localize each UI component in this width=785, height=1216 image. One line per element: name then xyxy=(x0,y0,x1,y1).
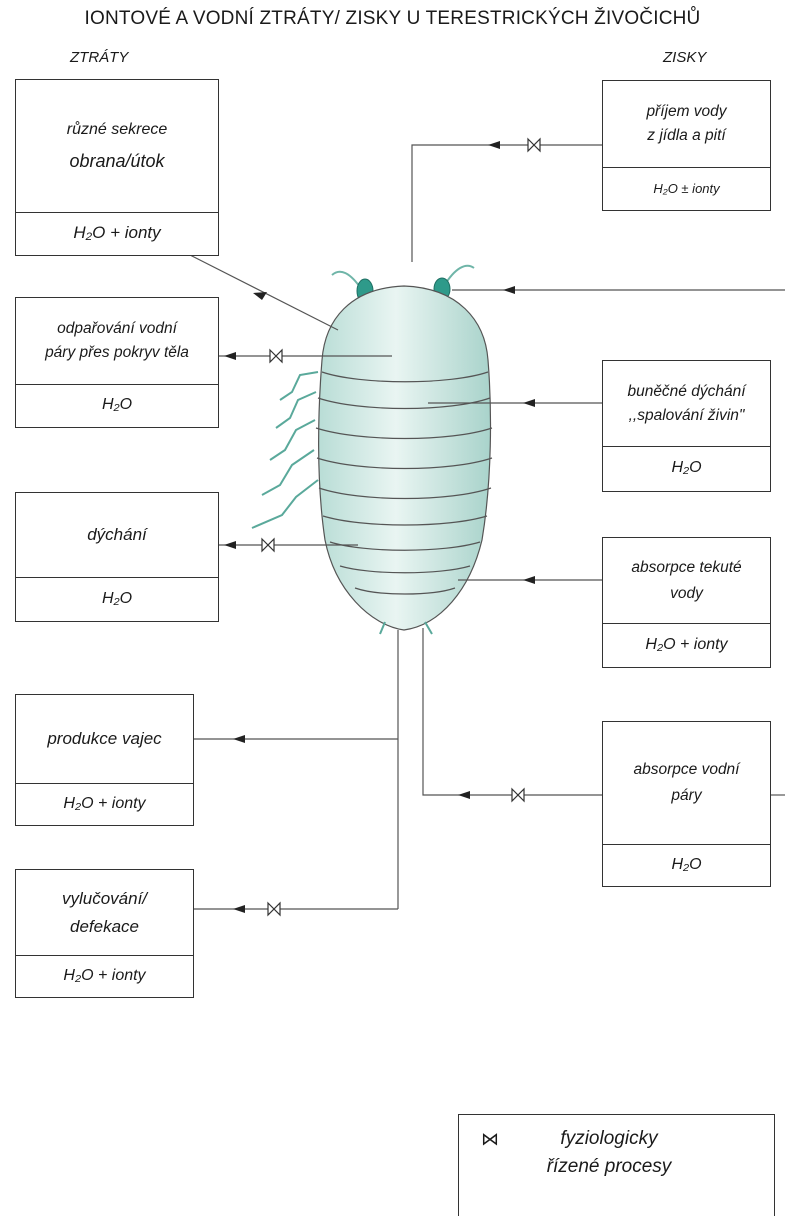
gain-label-line: příjem vody xyxy=(646,100,726,124)
arrowhead xyxy=(233,735,245,743)
loss-label-line: páry přes pokryv těla xyxy=(45,341,189,365)
gain-output: H₂O ± ionty xyxy=(653,181,719,196)
gain-label-line: páry xyxy=(671,783,701,809)
loss-output: H₂O + ionty xyxy=(63,795,145,813)
legend-line: fyziologicky xyxy=(519,1125,699,1153)
gain-label-line: absorpce vodní xyxy=(634,757,740,783)
gain-label-line: ,,spalování živin" xyxy=(629,404,745,428)
arrowhead xyxy=(523,576,535,584)
loss-label-line: odpařování vodní xyxy=(57,317,177,341)
loss-label-line: dýchání xyxy=(87,525,147,545)
loss-label-line: defekace xyxy=(70,913,139,941)
arrowhead xyxy=(488,141,500,149)
arrowhead xyxy=(458,791,470,799)
loss-box-excretion: vylučování/ defekace H₂O + ionty xyxy=(15,869,194,998)
gain-output: H₂O + ionty xyxy=(645,636,727,654)
loss-box-evaporation: odpařování vodní páry přes pokryv těla H… xyxy=(15,297,219,428)
legend: ⋈ fyziologicky řízené procesy xyxy=(458,1114,775,1216)
valve-icon xyxy=(528,139,540,151)
legend-text: fyziologicky řízené procesy xyxy=(519,1125,699,1181)
gain-box-cellular-respiration: buněčné dýchání ,,spalování živin" H₂O xyxy=(602,360,771,492)
arrowhead xyxy=(253,292,267,300)
arrowhead xyxy=(503,286,515,294)
loss-output: H₂O xyxy=(102,396,132,414)
loss-box-secretions: různé sekrece obrana/útok H₂O + ionty xyxy=(15,79,219,256)
valve-icon xyxy=(262,539,274,551)
isopod-body xyxy=(316,286,492,634)
loss-output: H₂O + ionty xyxy=(73,223,160,243)
gain-label-line: buněčné dýchání xyxy=(627,380,745,404)
arrowhead xyxy=(224,541,236,549)
valve-icon xyxy=(268,903,280,915)
loss-box-egg-production: produkce vajec H₂O + ionty xyxy=(15,694,194,826)
valve-legend-icon: ⋈ xyxy=(481,1129,499,1150)
gain-box-vapor-absorption: absorpce vodní páry H₂O xyxy=(602,721,771,887)
gain-output: H₂O xyxy=(671,459,701,477)
loss-box-respiration: dýchání H₂O xyxy=(15,492,219,622)
arrowhead xyxy=(224,352,236,360)
arrowhead xyxy=(523,399,535,407)
loss-label-line: produkce vajec xyxy=(47,729,161,749)
loss-label-line: vylučování/ xyxy=(62,885,147,913)
gain-label-line: z jídla a pití xyxy=(647,124,725,148)
gain-output: H₂O xyxy=(671,856,701,874)
loss-output: H₂O + ionty xyxy=(63,967,145,985)
gain-label-line: absorpce tekuté xyxy=(631,555,741,581)
valve-icon xyxy=(512,789,524,801)
arrowhead xyxy=(233,905,245,913)
legend-line: řízené procesy xyxy=(519,1153,699,1181)
isopod-legs xyxy=(252,372,318,528)
gain-box-liquid-absorption: absorpce tekuté vody H₂O + ionty xyxy=(602,537,771,668)
loss-output: H₂O xyxy=(102,590,132,608)
loss-label-line: obrana/útok xyxy=(69,151,164,172)
loss-label-line: různé sekrece xyxy=(67,121,168,139)
gain-label-line: vody xyxy=(670,581,703,607)
valve-icon xyxy=(270,350,282,362)
gain-box-food-drink: příjem vody z jídla a pití H₂O ± ionty xyxy=(602,80,771,211)
